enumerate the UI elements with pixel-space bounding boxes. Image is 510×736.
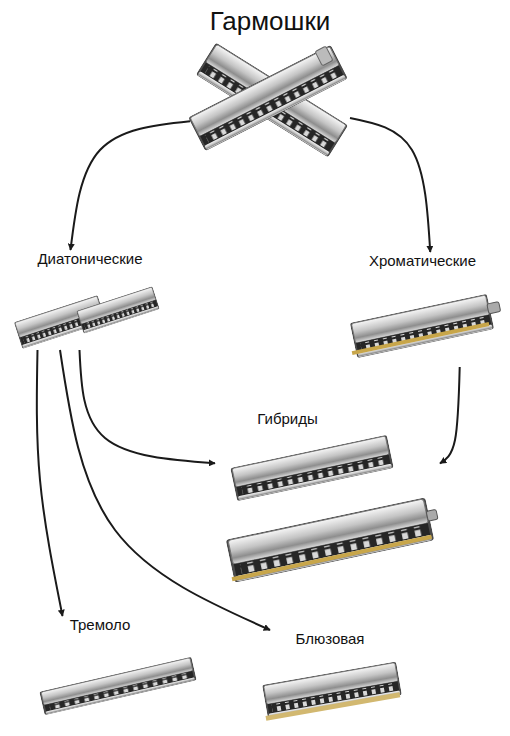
harmonica-picture xyxy=(262,661,402,720)
harmonica-picture xyxy=(188,43,348,158)
harmonica-button xyxy=(426,509,438,521)
category-label: Блюзовая xyxy=(255,630,405,647)
harmonica xyxy=(230,435,394,502)
harmonica-picture xyxy=(226,435,438,583)
arrow-connector xyxy=(80,350,216,463)
arrow-connector xyxy=(440,367,460,463)
harmonica xyxy=(76,286,160,334)
harmonica xyxy=(350,294,494,358)
arrow-connector xyxy=(60,350,270,630)
category-label: Гибриды xyxy=(215,410,360,427)
harmonica-tag xyxy=(315,46,333,66)
category-node: Гибриды xyxy=(215,410,440,582)
category-node: Хроматические xyxy=(345,252,500,367)
harmonica-button xyxy=(487,302,501,314)
category-label: Тремоло xyxy=(25,616,175,633)
harmonica xyxy=(226,497,435,582)
harmonica-edge xyxy=(352,322,490,355)
harmonica xyxy=(39,657,196,715)
harmonica xyxy=(262,661,402,718)
harmonica-picture xyxy=(39,657,196,715)
category-node: Тремоло xyxy=(25,616,175,716)
harmonica-picture xyxy=(14,286,160,349)
category-label: Диатонические xyxy=(15,250,165,267)
harmonica-picture xyxy=(350,294,501,358)
category-node: Блюзовая xyxy=(255,630,405,718)
arrow-connector xyxy=(37,350,63,616)
arrow-connector xyxy=(71,121,191,250)
arrow-connector xyxy=(350,118,430,252)
category-node: Диатонические xyxy=(15,250,165,350)
category-label: Гармошки xyxy=(190,6,350,37)
category-label: Хроматические xyxy=(345,252,500,269)
harmonica xyxy=(188,45,348,151)
category-node: Гармошки xyxy=(190,6,350,166)
harmonica-edge xyxy=(232,535,432,581)
harmonica-edge xyxy=(265,692,400,721)
